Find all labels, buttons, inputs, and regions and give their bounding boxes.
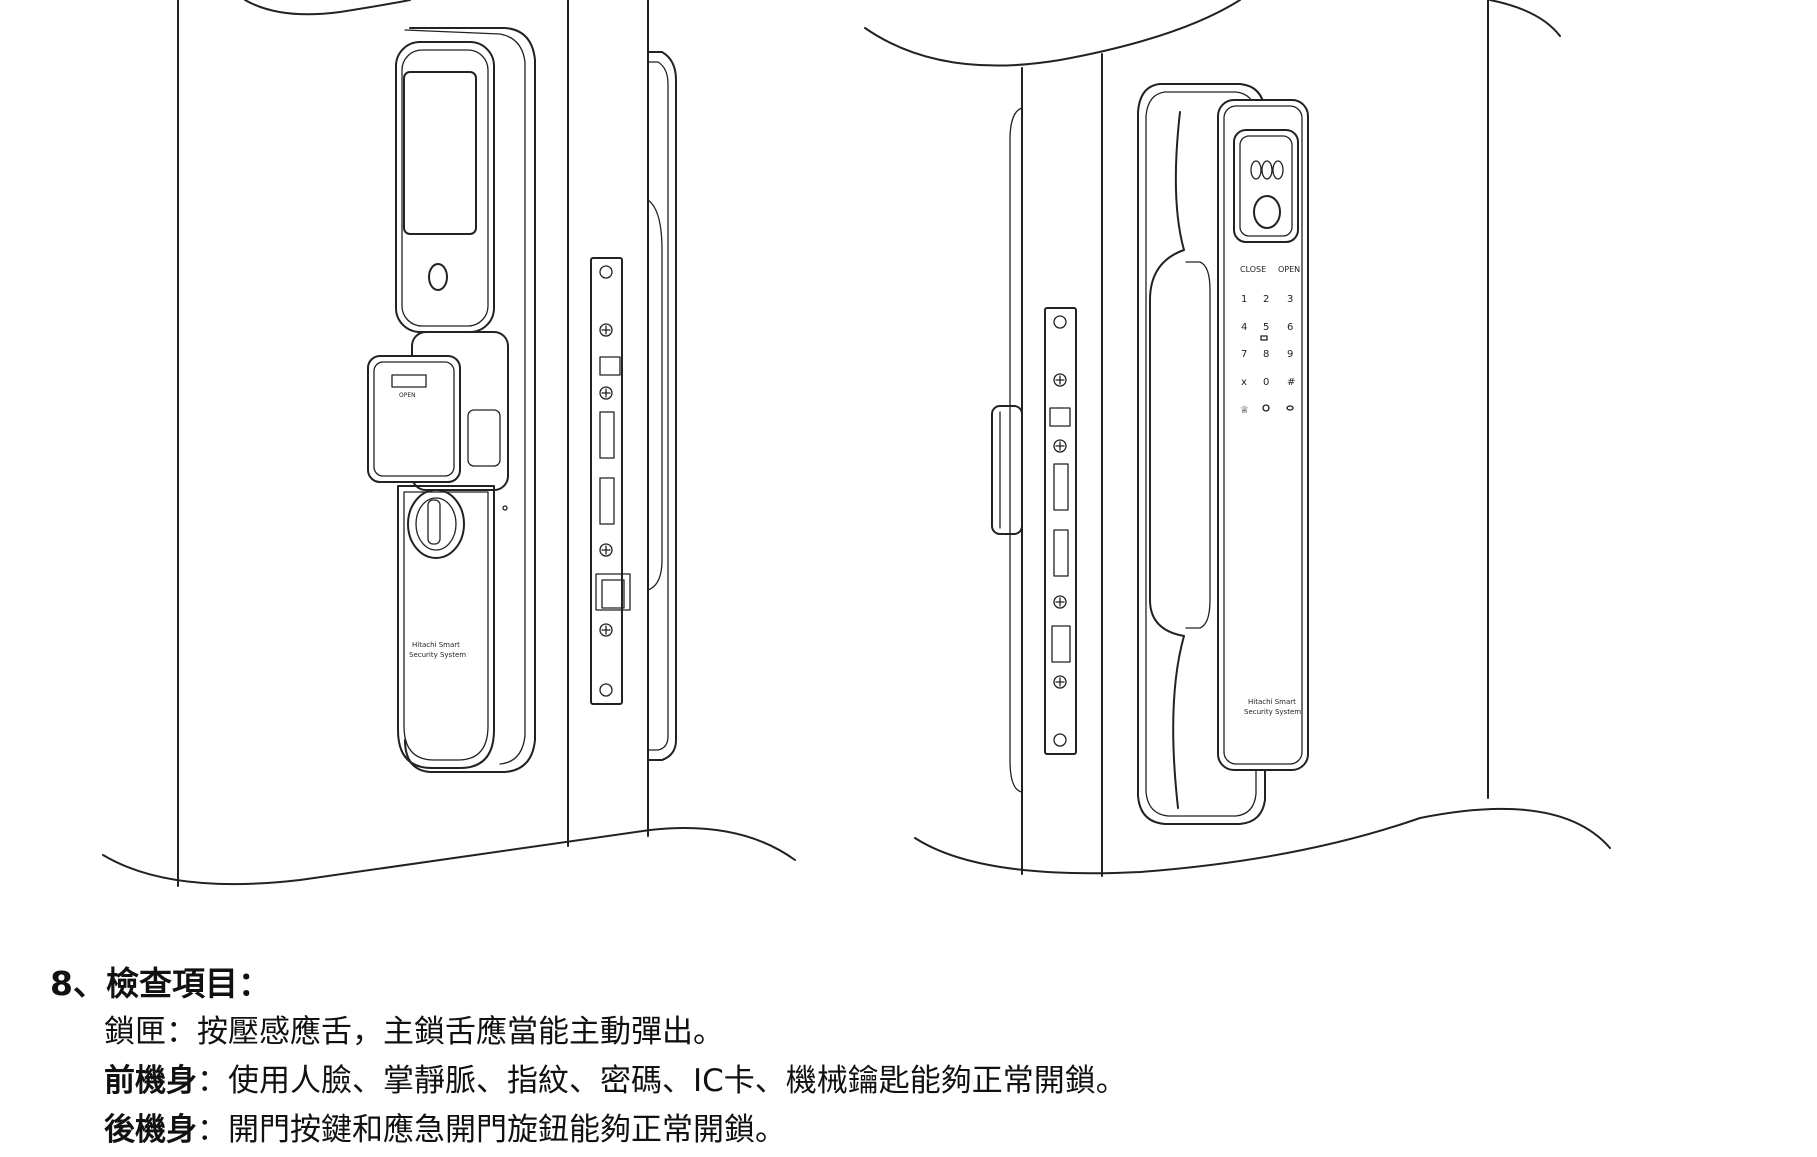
item-text: 按壓感應舌，主鎖舌應當能主動彈出。: [197, 1014, 724, 1050]
key-9: 9: [1287, 349, 1293, 360]
left-lock-scene: OPEN Hitachi Smart Security System: [102, 0, 796, 887]
item-label: 後機身: [104, 1112, 197, 1148]
key-8: 8: [1263, 349, 1269, 360]
item-sep: ：: [197, 1112, 228, 1148]
left-brand-line2: Security System: [409, 651, 466, 659]
right-brand-line2: Security System: [1244, 708, 1301, 716]
item-lock-case: 鎖匣：按壓感應舌，主鎖舌應當能主動彈出。: [104, 1010, 1810, 1055]
inspection-section: 8、檢查項目： 鎖匣：按壓感應舌，主鎖舌應當能主動彈出。 前機身：使用人臉、掌靜…: [50, 962, 1810, 1157]
item-text: 開門按鍵和應急開門旋鈕能夠正常開鎖。: [228, 1112, 786, 1148]
key-7: 7: [1241, 349, 1247, 360]
key-close: CLOSE: [1240, 265, 1266, 274]
right-lock-scene: CLOSE OPEN 1 2 3 4 5 6 7 8 9 x 0 # ♕ Hit…: [864, 0, 1611, 877]
lock-installation-illustration: OPEN Hitachi Smart Security System: [102, 0, 1611, 887]
item-front-body: 前機身：使用人臉、掌靜脈、指紋、密碼、IC卡、機械鑰匙能夠正常開鎖。: [104, 1059, 1810, 1104]
thumbturn-label: OPEN: [399, 392, 416, 399]
keypad: 1 2 3 4 5 6 7 8 9 x 0 #: [1241, 294, 1295, 388]
key-x: x: [1241, 377, 1247, 388]
item-label: 前機身: [104, 1063, 197, 1099]
right-brand-line1: Hitachi Smart: [1248, 698, 1296, 706]
key-4: 4: [1241, 322, 1247, 333]
item-label: 鎖匣: [104, 1014, 166, 1050]
lock-drawing: OPEN Hitachi Smart Security System: [102, 0, 1611, 887]
key-0: 0: [1263, 377, 1269, 388]
key-5: 5: [1263, 322, 1269, 333]
item-sep: ：: [166, 1014, 197, 1050]
item-sep: ：: [197, 1063, 228, 1099]
item-text: 使用人臉、掌靜脈、指紋、密碼、IC卡、機械鑰匙能夠正常開鎖。: [228, 1063, 1127, 1099]
key-2: 2: [1263, 294, 1269, 305]
key-hash: #: [1287, 377, 1295, 388]
bell-icon: ♕: [1240, 405, 1249, 416]
item-rear-body: 後機身：開門按鍵和應急開門旋鈕能夠正常開鎖。: [104, 1108, 1810, 1153]
key-open: OPEN: [1278, 265, 1300, 274]
key-3: 3: [1287, 294, 1293, 305]
key-6: 6: [1287, 322, 1293, 333]
left-brand-line1: Hitachi Smart: [412, 641, 460, 649]
key-1: 1: [1241, 294, 1247, 305]
section-heading: 8、檢查項目：: [50, 964, 271, 1003]
